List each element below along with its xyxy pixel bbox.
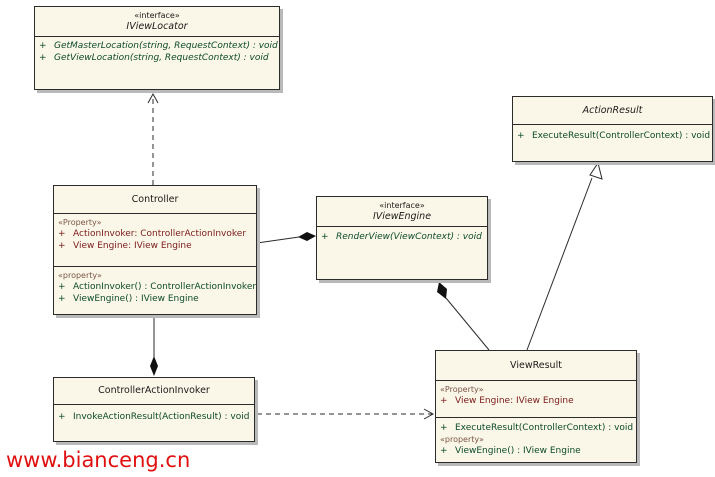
attributes-section: «Property» + ActionInvoker: ControllerAc…	[54, 214, 256, 266]
class-name: IViewEngine	[372, 210, 432, 222]
composition-controller-iviewengine	[256, 236, 300, 244]
attribute-row: + View Engine: IView Engine	[440, 396, 574, 406]
class-header: ViewResult	[436, 351, 636, 381]
property-stereotype: «Property»	[58, 218, 102, 227]
class-header: Controller	[54, 186, 256, 214]
property-stereotype: «Property»	[440, 385, 484, 394]
operation-row: + GetViewLocation(string, RequestContext…	[39, 53, 269, 63]
class-actionresult[interactable]: ActionResult + ExecuteResult(ControllerC…	[512, 96, 713, 162]
operation-row: + ViewEngine() : IView Engine	[58, 294, 199, 304]
class-iviewlocator[interactable]: «interface» IViewLocator + GetMasterLoca…	[34, 6, 280, 90]
stereotype-label: «interface»	[379, 200, 425, 210]
operation-row: + InvokeActionResult(ActionResult) : voi…	[58, 412, 250, 422]
operations-section: + RenderView(ViewContext) : void	[317, 227, 487, 245]
class-header: ActionResult	[513, 97, 712, 125]
stereotype-label: «interface»	[134, 10, 180, 20]
operation-row: + ActionInvoker() : ControllerActionInvo…	[58, 282, 257, 292]
class-iviewengine[interactable]: «interface» IViewEngine + RenderView(Vie…	[316, 196, 488, 280]
property-stereotype: «property»	[58, 271, 102, 280]
attribute-row: + View Engine: IView Engine	[58, 241, 192, 251]
class-header: «interface» IViewLocator	[35, 7, 279, 37]
attribute-row: + ActionInvoker: ControllerActionInvoker	[58, 229, 247, 239]
class-header: «interface» IViewEngine	[317, 197, 487, 227]
generalization-viewresult-actionresult	[526, 177, 593, 351]
operation-row: + ExecuteResult(ControllerContext) : voi…	[517, 131, 711, 141]
class-viewresult[interactable]: ViewResult «Property» + View Engine: IVi…	[435, 350, 637, 463]
generalization-triangle	[589, 161, 603, 180]
class-name: ActionResult	[582, 104, 643, 116]
operations-section: + InvokeActionResult(ActionResult) : voi…	[54, 405, 254, 425]
attributes-section: «Property» + View Engine: IView Engine	[436, 381, 636, 417]
operation-row: + ViewEngine() : IView Engine	[440, 446, 581, 456]
operations-section: + ExecuteResult(ControllerContext) : voi…	[436, 417, 636, 459]
class-name: Controller	[131, 193, 179, 205]
class-name: ControllerActionInvoker	[98, 385, 210, 396]
class-header: ControllerActionInvoker	[54, 378, 254, 405]
operations-section: + GetMasterLocation(string, RequestConte…	[35, 37, 279, 66]
operations-section: «property» + ActionInvoker() : Controlle…	[54, 266, 256, 307]
composition-diamond-viewengine-side	[437, 282, 447, 299]
watermark-text: www.bianceng.cn	[6, 448, 191, 472]
class-name: ViewResult	[510, 359, 562, 371]
property-stereotype: «property»	[440, 435, 484, 444]
operation-row: + GetMasterLocation(string, RequestConte…	[39, 41, 278, 51]
operation-row: + ExecuteResult(ControllerContext) : voi…	[440, 423, 634, 433]
operation-row: + RenderView(ViewContext) : void	[321, 232, 482, 242]
class-controller[interactable]: Controller «Property» + ActionInvoker: C…	[53, 185, 257, 315]
operations-section: + ExecuteResult(ControllerContext) : voi…	[513, 125, 712, 144]
composition-diamond-iviewengine-side	[298, 232, 316, 241]
class-controlleractioninvoker[interactable]: ControllerActionInvoker + InvokeActionRe…	[53, 377, 255, 442]
class-name: IViewLocator	[126, 20, 188, 32]
composition-viewresult-iviewengine	[445, 297, 490, 351]
composition-diamond-invoker-side	[150, 356, 158, 376]
